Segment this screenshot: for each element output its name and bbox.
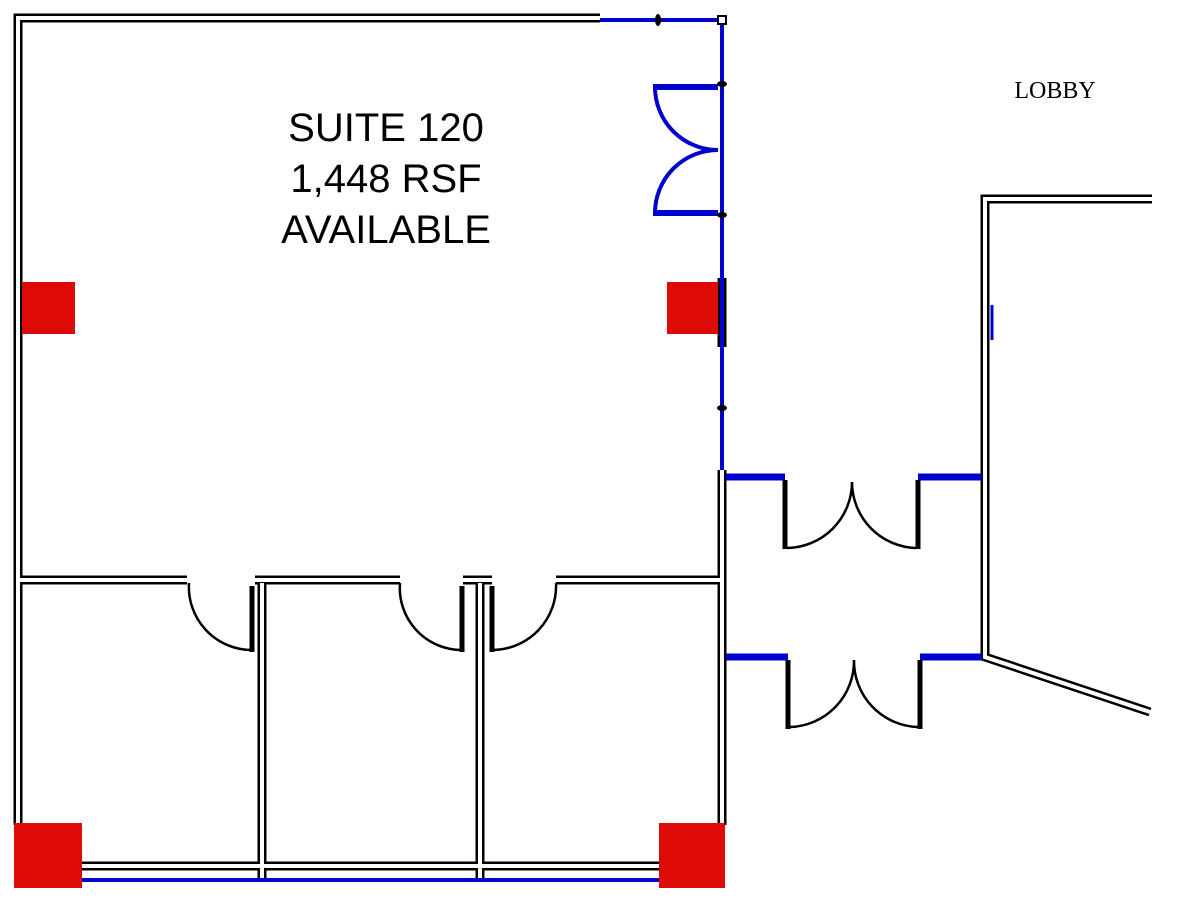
column <box>22 282 75 334</box>
suite-name: SUITE 120 <box>288 106 484 150</box>
structural-columns <box>14 282 725 888</box>
column <box>667 282 718 334</box>
suite-area: 1,448 RSF <box>290 157 481 201</box>
column <box>659 823 725 888</box>
storefront-glass <box>82 14 994 882</box>
vestibule-doors <box>782 480 923 729</box>
suite-status: AVAILABLE <box>281 208 491 252</box>
walls <box>13 13 1152 880</box>
suite-doors <box>187 582 558 652</box>
lobby-label: LOBBY <box>1014 78 1095 104</box>
column <box>14 823 82 888</box>
